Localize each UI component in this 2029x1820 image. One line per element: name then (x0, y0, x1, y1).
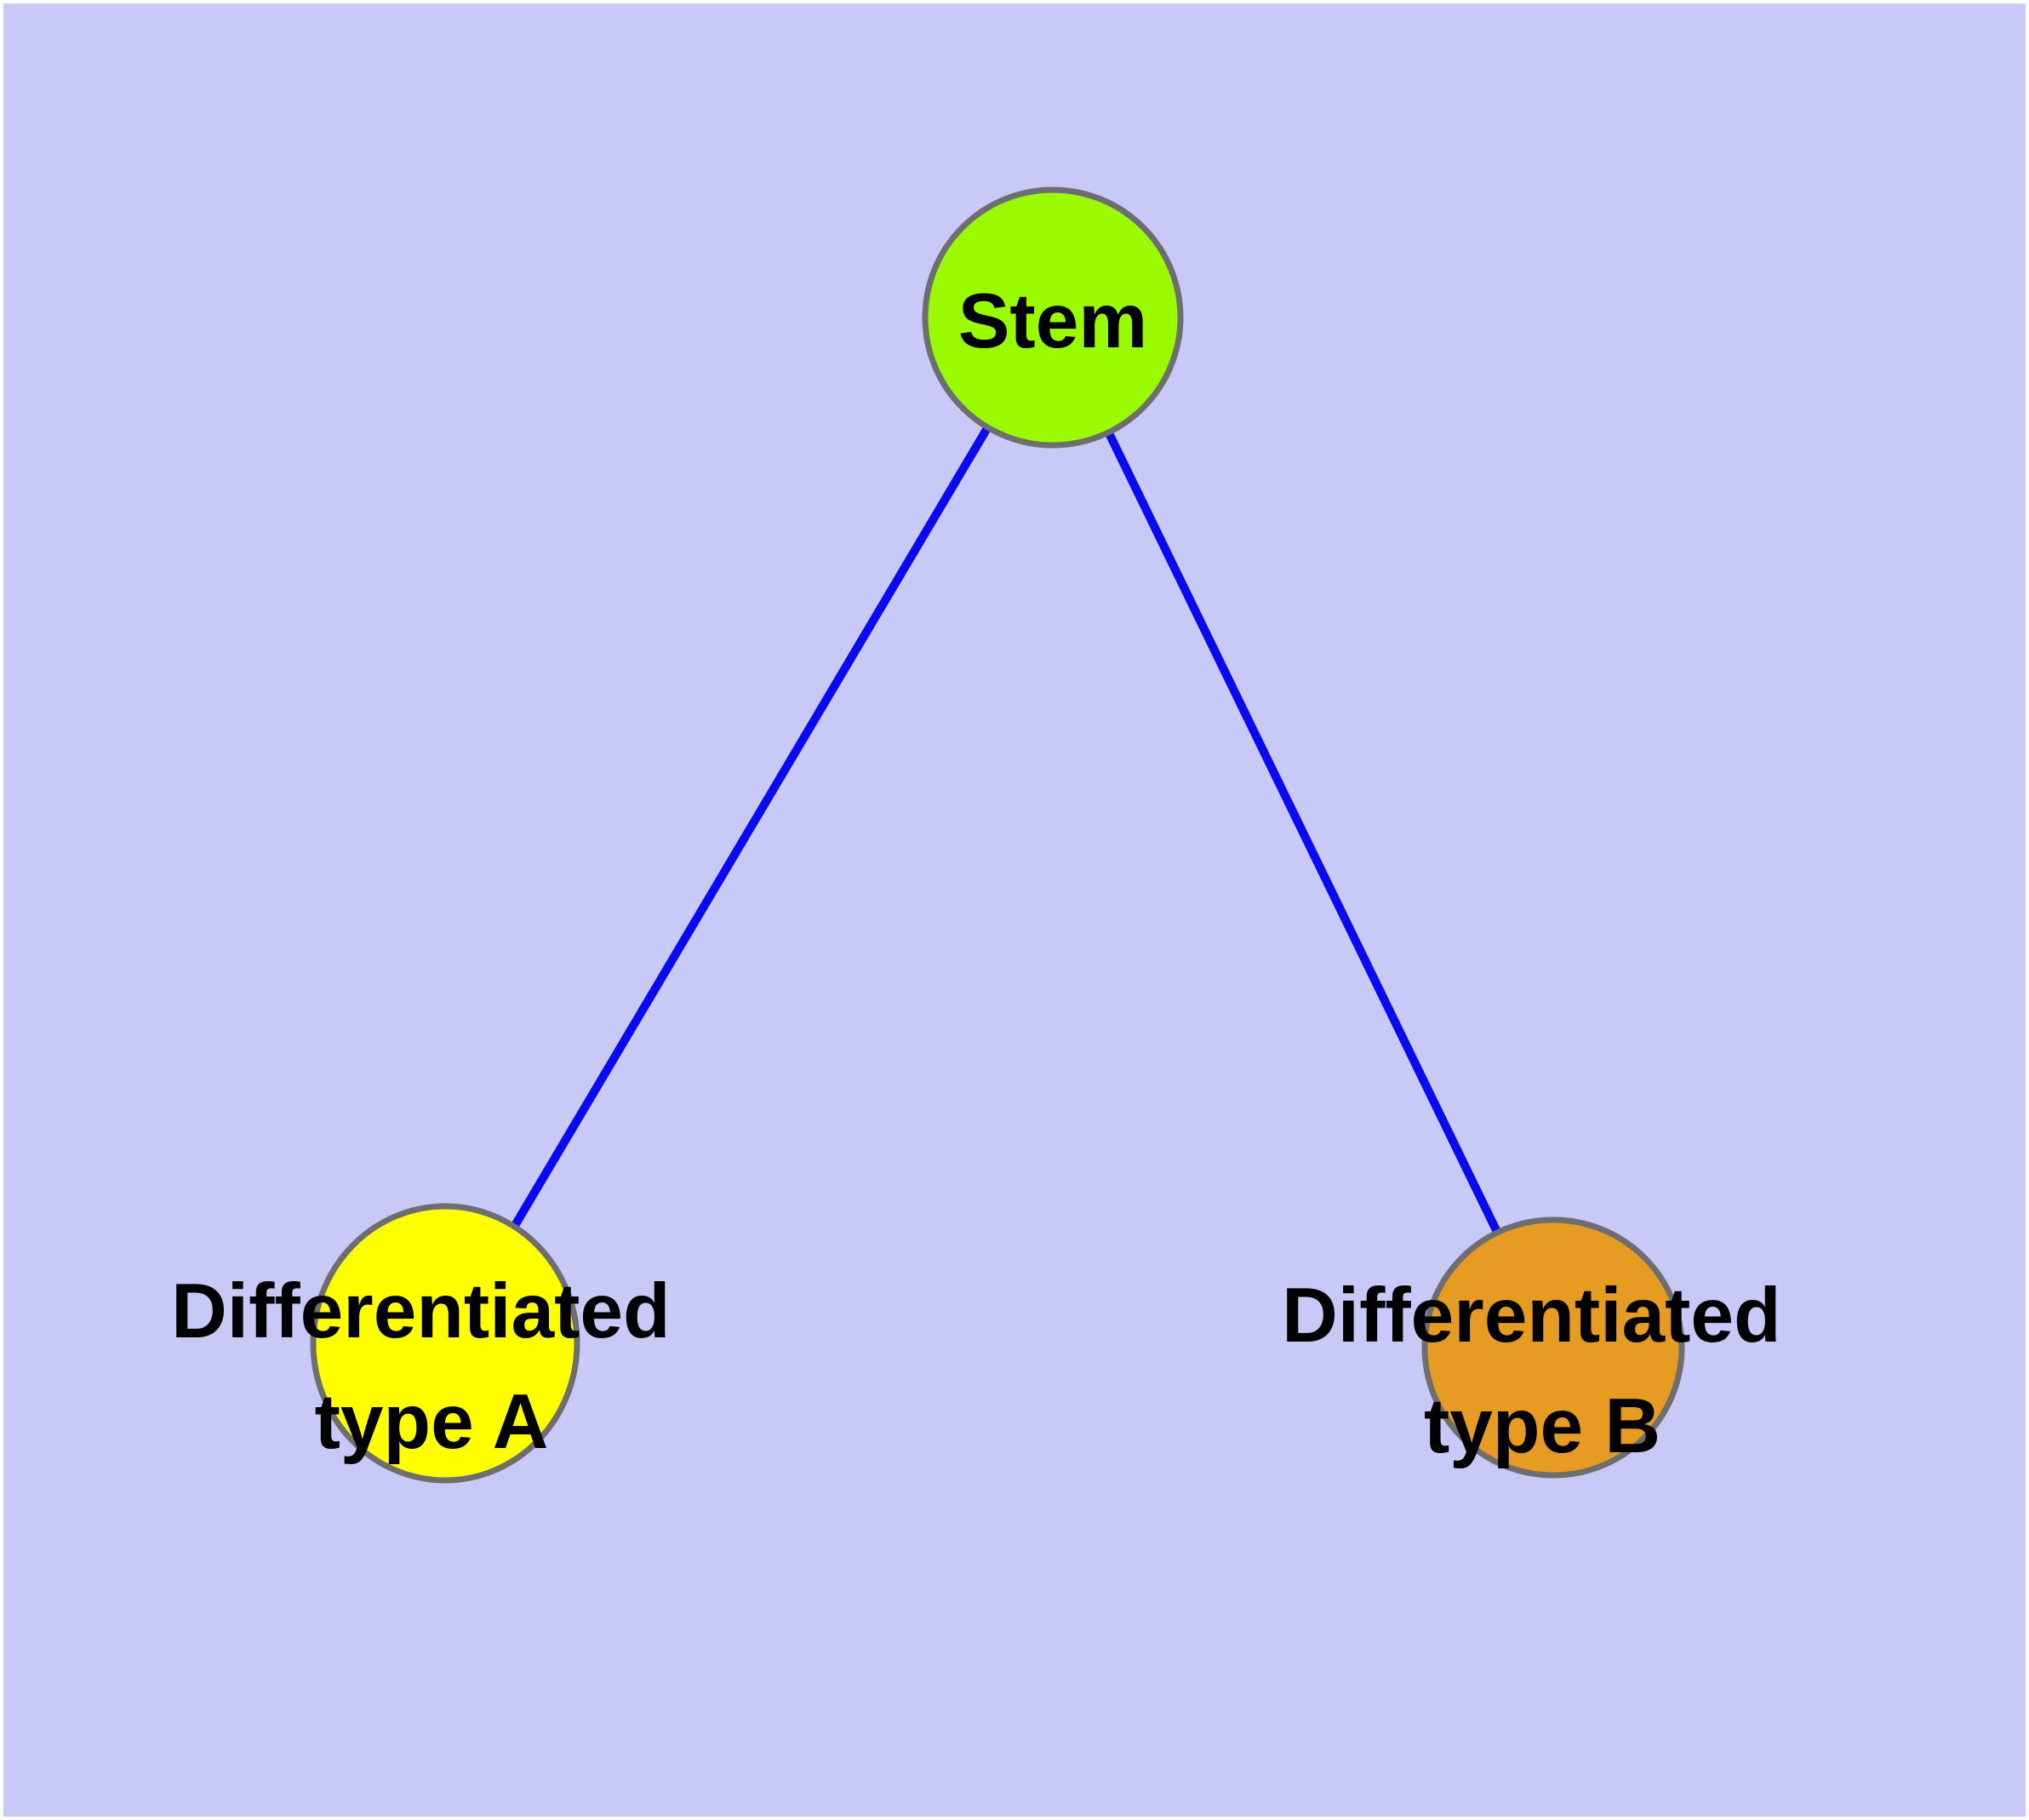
node-type-a-label: Differentiated type A (171, 1268, 692, 1465)
node-stem (922, 186, 1184, 449)
edge-stem-to-type-b (1049, 315, 1557, 1350)
edge-stem-to-type-a (441, 315, 1057, 1346)
node-stem-label-line1: Stem (958, 278, 1148, 364)
node-type-a (310, 1203, 580, 1484)
node-type-a-label-line2: type A (315, 1379, 549, 1465)
node-type-b-label-line1: Differentiated (1282, 1273, 1781, 1359)
node-type-b-label-line2: type B (1424, 1383, 1660, 1469)
node-type-b-label: Differentiated type B (1282, 1273, 1803, 1469)
node-stem-label: Stem (958, 278, 1148, 364)
node-type-a-label-line1: Differentiated (171, 1268, 671, 1354)
node-type-b (1421, 1216, 1685, 1479)
